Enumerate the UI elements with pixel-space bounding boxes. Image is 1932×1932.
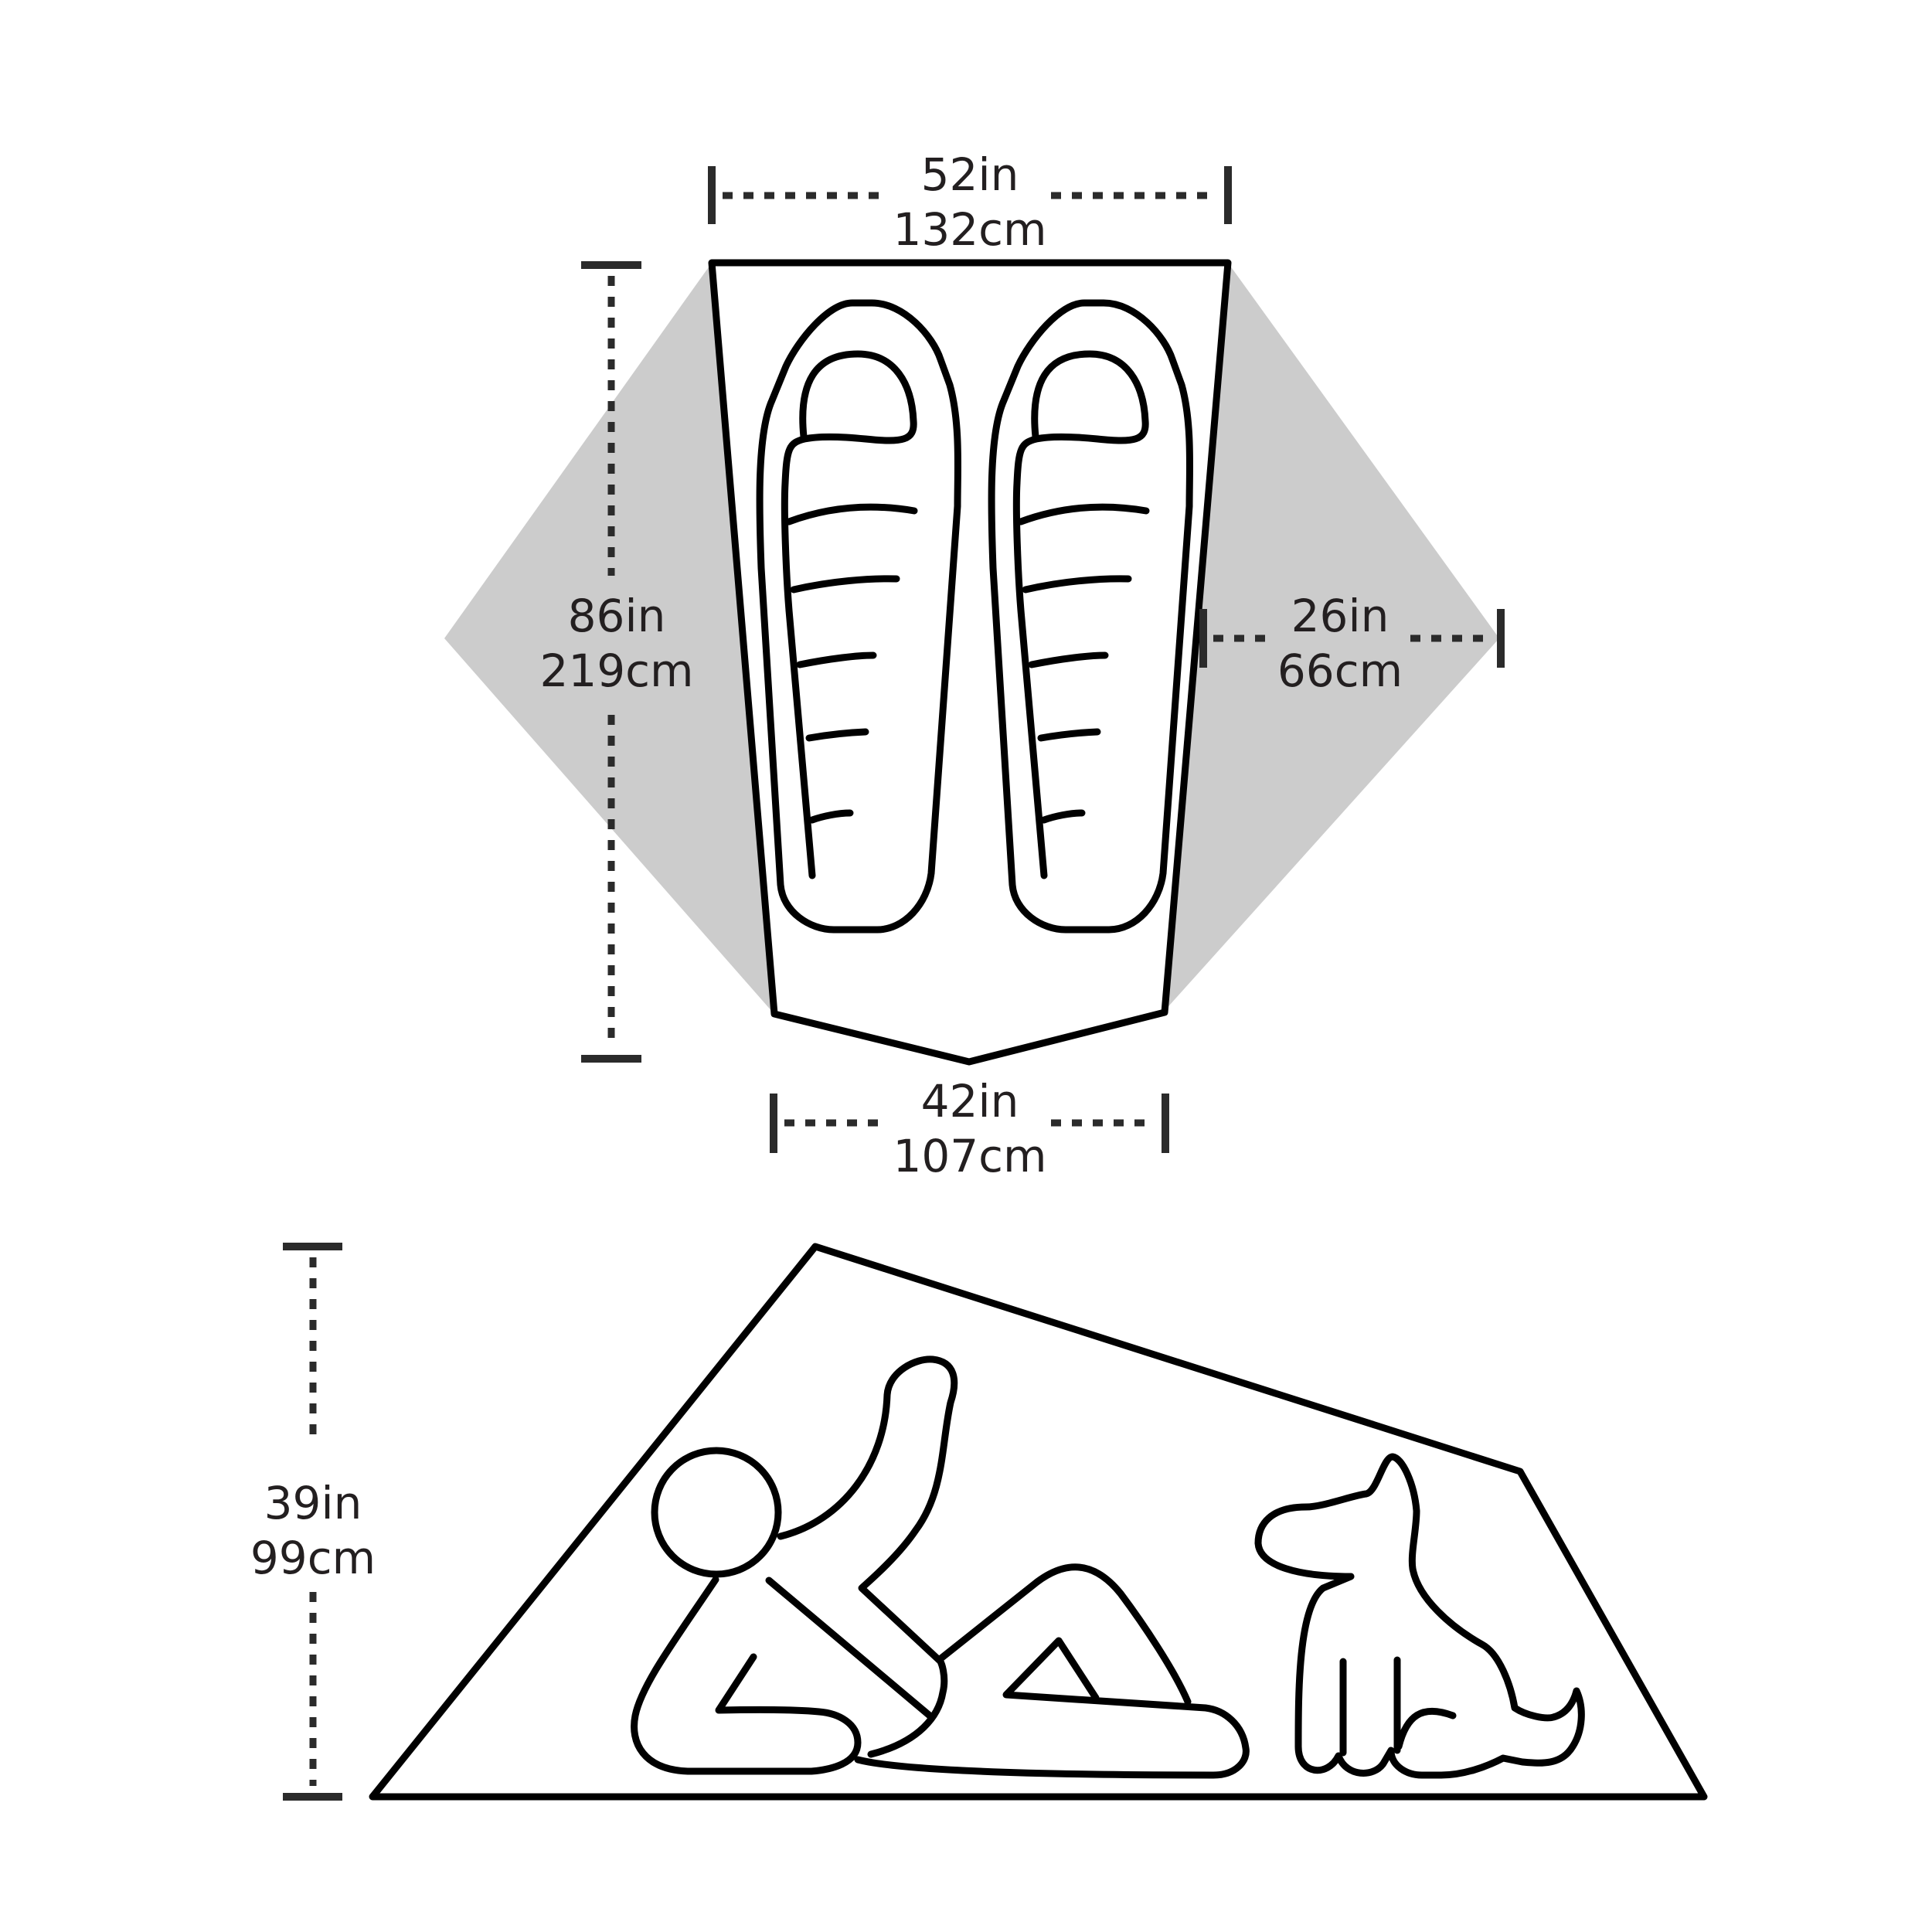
side-view: 39in 99cm [250,1243,1708,1801]
dim-peak-height-cm: 99cm [250,1532,376,1584]
dim-foot-width-in: 42in [921,1075,1019,1128]
dimension-top-width: 52in 132cm [708,148,1232,256]
floor-plan: 52in 132cm 86in 219cm 26in 66cm [444,148,1505,1182]
sleeping-bag-icon [988,299,1194,934]
dim-top-width-in: 52in [921,148,1019,201]
dim-length-in: 86in [568,590,666,642]
vestibule-left [444,263,773,1012]
tent-side-outline [369,1243,1708,1801]
dim-foot-width-cm: 107cm [893,1130,1046,1182]
dimension-vestibule-depth: 26in 66cm [1199,590,1505,697]
dim-top-width-cm: 132cm [893,203,1046,256]
sleeping-bag-icon [756,299,962,934]
dim-vestibule-depth-in: 26in [1291,590,1389,642]
dim-peak-height-in: 39in [264,1477,362,1529]
dimension-length: 86in 219cm [539,261,694,1063]
tent-floor-outline [708,259,1232,1066]
dim-length-cm: 219cm [539,645,693,697]
dog-icon [1254,1453,1585,1779]
person-icon [631,1355,1250,1779]
dimension-foot-width: 42in 107cm [770,1075,1169,1182]
dim-vestibule-depth-cm: 66cm [1277,645,1403,697]
dimension-peak-height: 39in 99cm [250,1243,376,1801]
vestibule-right [1163,263,1499,1012]
